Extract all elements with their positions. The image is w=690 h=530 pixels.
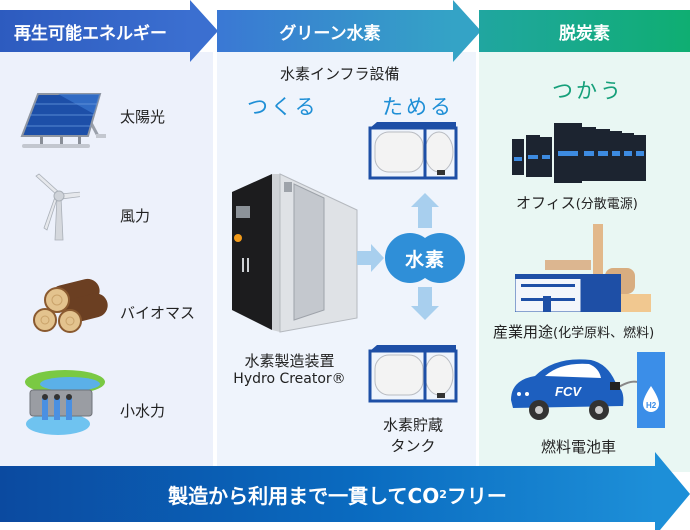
- arrow-up-shaft: [418, 206, 432, 228]
- use-item-label-office: オフィス(分散電源): [516, 192, 638, 213]
- header-decarbonization: 脱炭素: [479, 10, 690, 52]
- wind-turbine-icon: [35, 173, 80, 241]
- use-item-label-office-main: オフィス: [516, 194, 576, 212]
- use-item-label-fcv: 燃料電池車: [541, 438, 617, 456]
- renewable-item-label-solar: 太陽光: [120, 108, 166, 126]
- hydrogen-tank-bottom-icon: [368, 345, 458, 403]
- logs-icon: [33, 278, 108, 333]
- co2-free-banner-arrowhead: [655, 452, 690, 530]
- station-h2-text: H2: [646, 401, 657, 410]
- banner-subscript: 2: [439, 487, 447, 501]
- use-label: つかう: [552, 79, 624, 103]
- device-model: Hydro Creator®: [233, 371, 346, 387]
- renewable-item-label-small-hydro: 小水力: [120, 402, 166, 420]
- header-renewable-label: 再生可能エネルギー: [14, 23, 167, 44]
- use-item-label-industry-sub: (化学原料、燃料): [553, 326, 655, 341]
- arrow-right-shaft: [357, 251, 371, 265]
- renewable-item-label-wind: 風力: [120, 207, 151, 225]
- arrow-down-head: [411, 306, 439, 320]
- banner-text-after: フリー: [446, 483, 507, 508]
- tank-label-line2: タンク: [390, 437, 436, 455]
- arrow-down-shaft: [418, 287, 432, 307]
- arrow-up-head: [411, 193, 439, 207]
- infrastructure-subtitle: 水素インフラ設備: [280, 65, 400, 83]
- make-label: つくる: [247, 95, 319, 119]
- device-name: 水素製造装置: [244, 352, 335, 370]
- header-green-hydrogen-label: グリーン水素: [279, 23, 381, 44]
- use-item-label-industry-main: 産業用途: [493, 323, 554, 341]
- fcv-text: FCV: [555, 384, 582, 399]
- server-rack-icon: [512, 123, 646, 183]
- header-decarbonization-label: 脱炭素: [559, 23, 610, 44]
- hydrogen-generator-icon: [232, 173, 358, 333]
- store-label: ためる: [382, 95, 454, 119]
- hydrogen-tank-top-icon: [368, 122, 458, 180]
- solar-panel-icon: [20, 93, 106, 148]
- header-renewable-arrowhead: [190, 0, 218, 62]
- tank-label-line1: 水素貯蔵: [382, 416, 443, 434]
- use-item-label-industry: 産業用途(化学原料、燃料): [493, 321, 654, 342]
- renewable-item-label-biomass: バイオマス: [120, 304, 196, 322]
- use-item-label-office-sub: (分散電源): [575, 197, 638, 212]
- hydrogen-bubble-label: 水素: [404, 248, 445, 271]
- factory-icon: [515, 224, 651, 312]
- banner-text-before: 製造から利用まで一貫してCO: [168, 483, 440, 508]
- header-green-hydrogen: グリーン水素: [217, 10, 453, 52]
- dam-icon: [25, 370, 105, 435]
- header-green-hydrogen-arrowhead: [453, 0, 481, 62]
- hydrogen-bubble: 水素: [385, 233, 465, 283]
- header-renewable: 再生可能エネルギー: [0, 10, 190, 52]
- arrow-right-head: [371, 244, 384, 272]
- fcv-car-icon: FCV H2: [511, 352, 665, 428]
